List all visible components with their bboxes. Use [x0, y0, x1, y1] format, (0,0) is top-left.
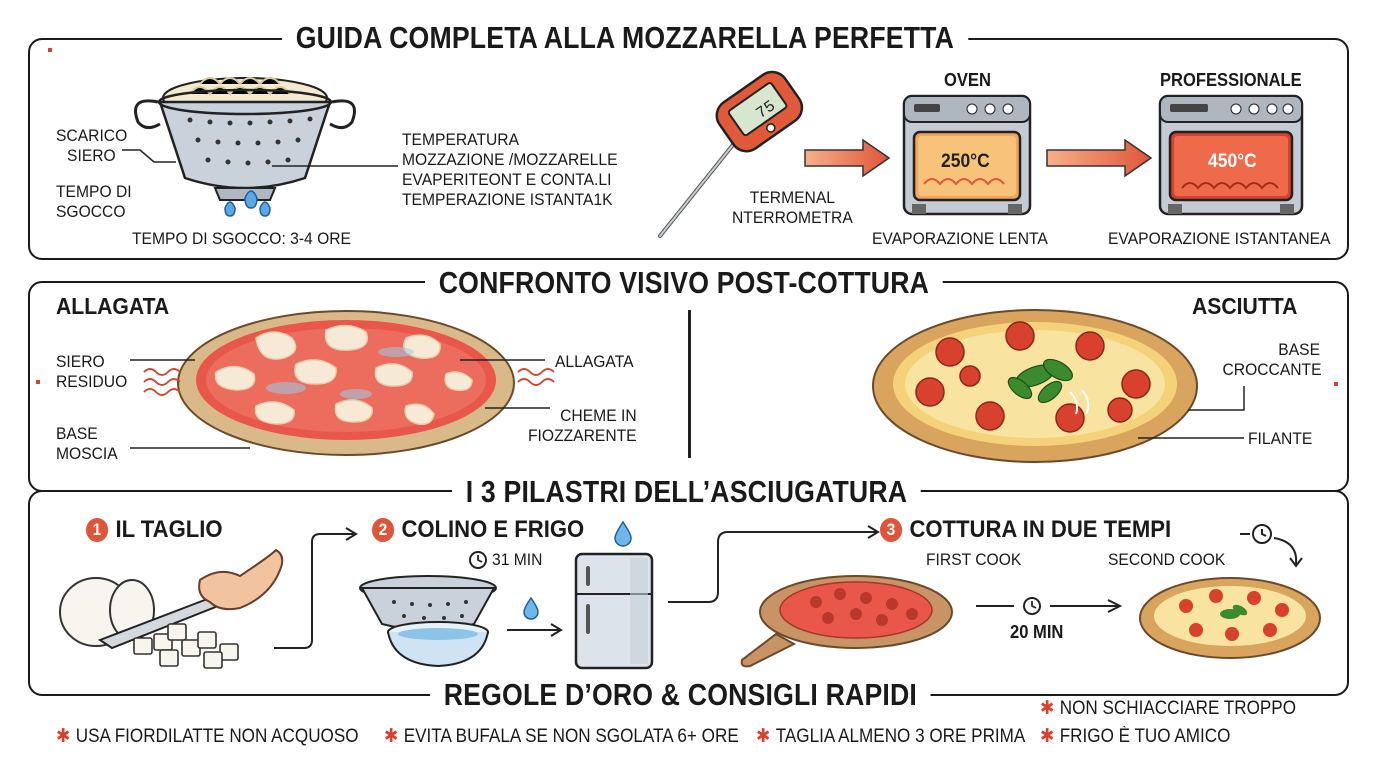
- step-2-number: 2: [372, 518, 395, 542]
- wet-leaders: [130, 359, 555, 449]
- colander-bowl-illustration: [359, 575, 497, 668]
- interval-label: 20 MIN: [1010, 622, 1064, 642]
- dry-label-stringy: FILANTE: [1248, 429, 1313, 448]
- oven-caption: EVAPORAZIONE LENTA: [872, 229, 1048, 248]
- drain-label: SCARICO SIERO: [56, 126, 128, 165]
- pro-oven-illustration: [1158, 94, 1304, 216]
- pro-oven-temp: 450°C: [1208, 151, 1257, 172]
- dry-pizza-title: ASCIUTTA: [1192, 293, 1298, 319]
- wet-pizza-illustration: [177, 310, 515, 456]
- compare-divider: [688, 310, 691, 458]
- fridge-illustration: [574, 552, 654, 670]
- rules-title: REGOLE D’ORO & CONSIGLI RAPIDI: [430, 677, 931, 713]
- rule-item: ✱NON SCHIACCIARE TROPPO: [1040, 698, 1297, 719]
- step-1-number: 1: [86, 518, 109, 542]
- dry-label-base: BASE CROCCANTE: [1222, 340, 1322, 379]
- leader-line: [272, 165, 398, 167]
- curved-arrow-icon: [1273, 537, 1303, 568]
- cutting-illustration: [59, 548, 284, 669]
- rule-item: ✱EVITA BUFALA SE NON SGOLATA 6+ ORE: [384, 726, 739, 747]
- pillars-title: I 3 PILASTRI DELL’ASCIUGATURA: [452, 474, 921, 510]
- drain-time: TEMPO DI SGOCCO: 3-4 ORE: [132, 229, 352, 248]
- first-cook-label: FIRST COOK: [926, 550, 1022, 569]
- timer-small-icon: [469, 551, 487, 569]
- step-3-number: 3: [880, 518, 903, 542]
- first-cook-pizza-illustration: [740, 575, 953, 668]
- second-cook-label: SECOND COOK: [1108, 550, 1226, 569]
- water-drop-icon: [523, 596, 539, 620]
- flow-connector: [668, 525, 880, 603]
- wet-pizza-title: ALLAGATA: [56, 293, 170, 319]
- rule-item: ✱FRIGO È TUO AMICO: [1040, 726, 1231, 747]
- wet-label-whey: SIERO RESIDUO: [56, 352, 128, 391]
- pro-oven-title: PROFESSIONALE: [1160, 70, 1302, 90]
- arrow-right-icon: [507, 623, 563, 637]
- time-label: TEMPO DI SGOCCO: [56, 182, 132, 221]
- water-drop-icon: [614, 520, 632, 547]
- wet-label-flooded: ALLAGATA: [555, 352, 634, 371]
- pro-oven-caption: EVAPORAZIONE ISTANTANEA: [1108, 229, 1331, 248]
- oven-title: OVEN: [944, 70, 991, 90]
- wet-label-base: BASE MOSCIA: [56, 424, 118, 463]
- wet-label-cream: CHEME IN FIOZZARENTE: [528, 406, 637, 445]
- rule-item: ✱USA FIORDILATTE NON ACQUOSO: [56, 726, 359, 747]
- rule-item: ✱TAGLIA ALMENO 3 ORE PRIMA: [756, 726, 1026, 747]
- flow-connector: [274, 527, 358, 649]
- dry-pizza-illustration: [872, 309, 1198, 463]
- decor-dot: [48, 48, 52, 52]
- colander-illustration: [134, 77, 356, 217]
- dry-leaders: [1138, 386, 1245, 439]
- second-cook-pizza-illustration: [1139, 577, 1321, 659]
- compare-title: CONFRONTO VISIVO POST-COTTURA: [425, 265, 943, 301]
- leader-line: [122, 149, 176, 163]
- guide-title: GUIDA COMPLETA ALLA MOZZARELLA PERFETTA: [282, 20, 968, 56]
- oven-temp: 250°C: [941, 151, 990, 172]
- oven-illustration: [902, 94, 1032, 216]
- arrow-right-icon: [804, 138, 891, 178]
- thermometer-illustration: 75: [658, 70, 804, 238]
- timeline-arrow: [976, 597, 1123, 615]
- arrow-right-icon: [1046, 138, 1153, 178]
- thermometer-label: TERMENAL NTERROMETRA: [732, 188, 853, 227]
- temperature-notes: TEMPERATURA MOZZAZIONE /MOZZARELLE EVAPE…: [402, 130, 618, 209]
- step-2-time: 31 MIN: [492, 550, 543, 569]
- decor-dot: [36, 380, 40, 384]
- decor-dot: [1334, 382, 1338, 386]
- timer-icon: [1240, 524, 1272, 544]
